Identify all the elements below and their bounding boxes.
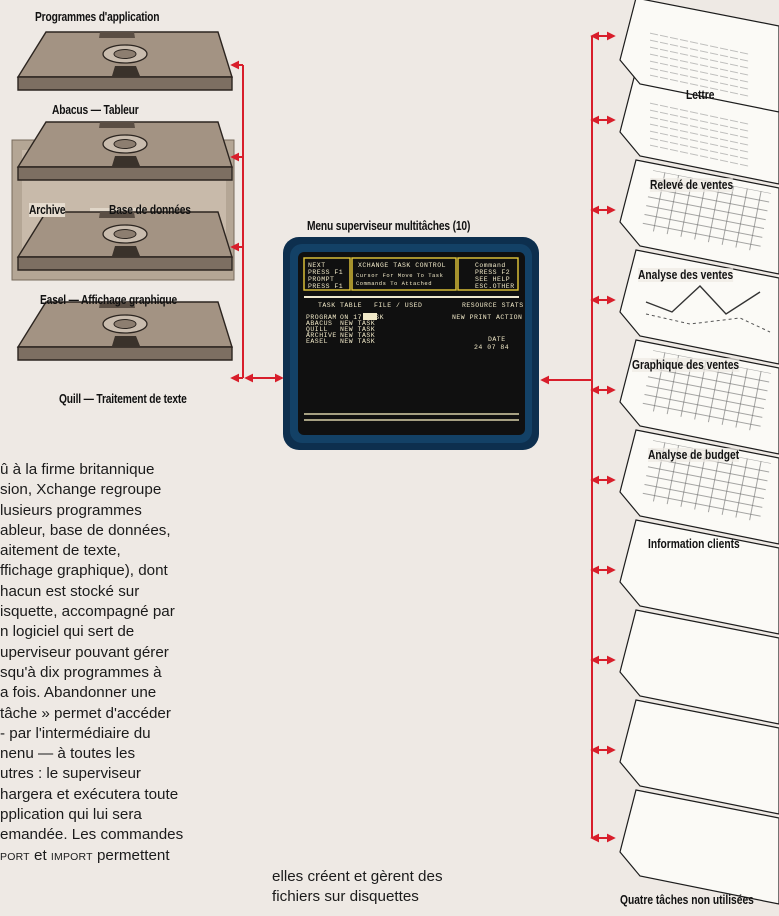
crt-status: NEW TASK [340,326,376,333]
crt-box3-line: Command [475,262,506,269]
crt-header: FILE / USED [374,302,423,309]
body-line: emandée. Les commandes [0,826,184,844]
left-connector [230,60,284,383]
body-line: hargera et exécutera toute [0,785,179,803]
crt-status: NEW TASK [340,332,376,339]
body-line: pplication qui lui sera [0,806,142,824]
task-sheet [619,519,779,635]
body-line: ableur, base de données, [0,521,171,539]
body-line: n logiciel qui sert de [0,623,135,641]
crt-box1-line: PROMPT [308,276,335,283]
import-command: IMPORT [50,850,93,863]
sheet-label-analyse-ventes: Analyse des ventes [638,268,734,282]
body-line-commands: PORT et IMPORT permettent [0,846,245,867]
export-command: PORT [0,850,30,863]
task-sheet [619,699,779,815]
crt-task: QUILL [306,326,329,333]
abacus-label: Abacus — Tableur [52,103,139,117]
task-sheet [619,609,779,725]
sheet-label-releve: Relevé de ventes [650,178,734,192]
body-text: û à la firme britannique sion, Xchange r… [0,460,245,867]
body-text-col2: elles créent et gèrent des fichiers sur … [272,867,562,908]
body-line: uperviseur pouvant gérer [0,643,169,661]
sheet-label-graphique: Graphique des ventes [632,358,740,372]
crt-box1-line: PRESS F1 [308,269,344,276]
crt-box2-line: Cursor For Move To Task [356,272,444,279]
sheet-label-lettre: Lettre [686,88,715,102]
body-line: utres : le superviseur [0,765,141,783]
task-sheet [619,789,779,905]
applications-label: Programmes d'application [35,10,160,24]
sheet-label-budget: Analyse de budget [648,448,740,462]
body-line: aitement de texte, [0,542,121,560]
crt-box1-line: NEXT [308,262,326,269]
task-sheet [619,0,779,113]
quill-label: Quill — Traitement de texte [59,392,187,406]
crt-task: EASEL [306,338,329,345]
body-line: elles créent et gèrent des [272,868,443,885]
body-line: sion, Xchange regroupe [0,481,162,499]
body-line: hacun est stocké sur [0,582,140,600]
body-line: - par l'intermédiaire du [0,724,151,742]
diskette-easel [16,301,233,361]
body-line: ffichage graphique), dont [0,562,168,580]
easel-label: Easel — Affichage graphique [40,293,178,307]
body-fragment: et [29,846,51,864]
crt-box3-line: ESC.OTHER [475,283,515,290]
crt-header: TASK TABLE [318,302,363,309]
right-connector [540,31,616,843]
crt-header: RESOURCE STATS [462,302,524,309]
body-line: isquette, accompagné par [0,603,175,621]
crt-box2-line: Commands To Attached [356,280,433,287]
body-line: fichiers sur disquettes [272,888,419,906]
crt-right: DATE [488,336,506,343]
crt-status: NEW TASK [340,338,376,345]
archive-label: Archive [29,203,66,217]
diskette-applications [16,31,233,91]
body-line: a fois. Abandonner une [0,684,157,702]
diskette-abacus [16,121,233,181]
task-sheet [619,69,779,185]
crt-right: 24 07 84 [474,344,510,351]
body-line: squ'à dix programmes à [0,663,162,681]
crt-status: ON 17 TASK [340,314,385,321]
crt-task: PROGRAM [306,314,337,321]
unused-tasks-label: Quatre tâches non utilisées [620,893,754,907]
crt-task: ARCHIVE [306,332,337,339]
crt-right: NEW PRINT ACTION [452,314,523,321]
monitor-title: Menu superviseur multitâches (10) [307,219,471,233]
crt-task: ABACUS [306,320,333,327]
body-line: lusieurs programmes [0,501,142,519]
crt-box1-line: PRESS F1 [308,283,344,290]
monitor [283,237,539,450]
sheet-label-clients: Information clients [648,537,740,551]
body-line: tâche » permet d'accéder [0,704,171,722]
body-line: nenu — à toutes les [0,745,136,763]
database-label: Base de données [109,203,191,217]
crt-box3-line: PRESS F2 [475,269,511,276]
crt-status: NEW TASK [340,320,376,327]
body-fragment: permettent [92,846,170,864]
body-line: û à la firme britannique [0,461,155,478]
diskette-archive [16,211,233,271]
crt-box2-line: XCHANGE TASK CONTROL [358,262,447,269]
crt-box3-line: SEE HELP [475,276,511,283]
